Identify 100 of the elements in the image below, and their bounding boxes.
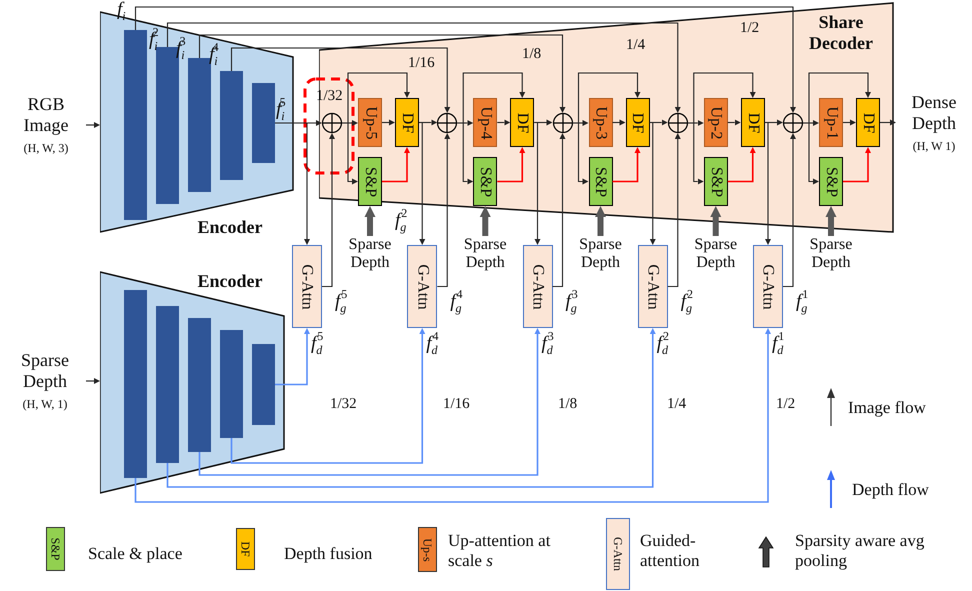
arrow bbox=[595, 206, 606, 236]
guided-attention-block: G-Attn bbox=[292, 245, 322, 328]
arrow bbox=[497, 147, 526, 182]
arrow bbox=[612, 147, 640, 182]
arrow bbox=[843, 147, 871, 182]
arrow bbox=[419, 122, 426, 245]
shape-label: (H, W, 1) bbox=[22, 397, 68, 412]
scale-label: 1/4 bbox=[667, 396, 686, 413]
arrow bbox=[480, 206, 491, 236]
scale-label: 1/8 bbox=[558, 396, 578, 413]
sum-node bbox=[322, 113, 342, 133]
sparse-depth-label: Sparse Depth bbox=[688, 236, 744, 274]
legend-label: Depth fusion bbox=[284, 544, 374, 564]
arrow bbox=[803, 122, 819, 184]
feature-bar bbox=[220, 71, 243, 180]
guided-attention-block: G-Attn bbox=[753, 245, 783, 328]
sum-node bbox=[437, 113, 458, 133]
legend-label: Guided-attention bbox=[640, 531, 700, 570]
arrow bbox=[497, 120, 510, 126]
legend-symbol-label: S&P bbox=[50, 538, 62, 560]
arrow bbox=[668, 133, 681, 288]
arrow bbox=[728, 120, 741, 126]
feature-bar bbox=[252, 83, 275, 163]
scale-place-block: S&P bbox=[473, 157, 498, 206]
arrow bbox=[230, 328, 426, 464]
guided-attention-block: G-Attn bbox=[638, 245, 668, 328]
arrow bbox=[572, 122, 588, 184]
arrow bbox=[382, 120, 395, 126]
scale-label: 1/8 bbox=[522, 46, 542, 63]
scale-label: 1/16 bbox=[443, 396, 470, 413]
block-title: Encoder bbox=[196, 271, 264, 292]
arrow bbox=[134, 6, 796, 113]
depth-fusion-block: DF bbox=[740, 98, 765, 147]
arrow bbox=[134, 328, 771, 503]
arrow bbox=[275, 328, 310, 386]
up-attention-block: Up-1 bbox=[819, 98, 843, 147]
sparse-depth-label: Sparse Depth bbox=[572, 236, 628, 274]
arrow bbox=[688, 122, 704, 184]
io-label: Dense Depth bbox=[910, 92, 958, 134]
up-attention-block: Up-2 bbox=[704, 98, 728, 147]
legend-symbol-label: Up-s bbox=[422, 538, 434, 562]
arrow bbox=[783, 133, 796, 288]
legend-label: Depth flow bbox=[852, 480, 929, 500]
arrow bbox=[880, 120, 896, 126]
arrow bbox=[230, 47, 450, 113]
scale-place-block: S&P bbox=[588, 157, 612, 206]
arrow bbox=[322, 133, 335, 288]
arrow bbox=[382, 147, 410, 182]
legend-label: Scale & place bbox=[88, 544, 184, 564]
sum-node bbox=[668, 113, 688, 133]
arrow bbox=[650, 122, 656, 245]
arrow bbox=[166, 22, 681, 113]
io-label: RGB Image bbox=[22, 94, 70, 136]
depth-fusion-block: DF bbox=[626, 98, 650, 147]
arrow bbox=[198, 34, 566, 113]
up-attention-block: Up-3 bbox=[588, 98, 612, 147]
up-attention-block: Up-5 bbox=[358, 98, 382, 147]
up-attention-block: Up-4 bbox=[473, 98, 498, 147]
scale-place-block: S&P bbox=[819, 157, 843, 206]
sparse-depth-label: Sparse Depth bbox=[457, 236, 514, 274]
scale-label: 1/2 bbox=[776, 396, 796, 413]
sum-node bbox=[552, 113, 572, 133]
arrow bbox=[612, 120, 626, 126]
feature-bar bbox=[252, 344, 275, 425]
io-label: Sparse Depth bbox=[20, 350, 70, 392]
legend-label: Sparsity aware avg pooling bbox=[795, 531, 925, 570]
arrow bbox=[86, 378, 100, 384]
feature-bar bbox=[188, 58, 211, 192]
arrow bbox=[364, 206, 376, 236]
sparse-depth-label: Sparse Depth bbox=[342, 236, 398, 274]
sparse-depth-label: Sparse Depth bbox=[803, 236, 859, 274]
scale-label: 1/4 bbox=[626, 37, 646, 54]
arrow bbox=[710, 206, 722, 236]
arrow bbox=[843, 120, 856, 126]
legend-label: Up-attention at scale s bbox=[448, 531, 552, 570]
arrow bbox=[437, 133, 450, 288]
arrow bbox=[552, 133, 566, 288]
guided-attention-block: G-Attn bbox=[407, 245, 438, 328]
depth-fusion-block: DF bbox=[395, 98, 419, 147]
legend-label: Image flow bbox=[848, 398, 926, 418]
feature-bar bbox=[156, 306, 179, 463]
scale-label: 1/16 bbox=[408, 55, 435, 72]
feature-bar bbox=[188, 318, 211, 452]
arrow bbox=[342, 122, 358, 184]
arrow bbox=[764, 122, 771, 245]
arrow bbox=[198, 328, 540, 476]
depth-fusion-block: DF bbox=[856, 98, 880, 147]
guided-attention-block: G-Attn bbox=[522, 245, 552, 328]
depth-fusion-block: DF bbox=[510, 98, 534, 147]
block-title: Share Decoder bbox=[808, 12, 874, 54]
scale-place-block: S&P bbox=[704, 157, 728, 206]
shape-label: (H, W, 3) bbox=[24, 141, 68, 156]
scale-place-block: S&P bbox=[358, 157, 382, 206]
arrow bbox=[457, 122, 474, 184]
scale-label: 1/32 bbox=[330, 396, 357, 413]
legend-symbol-label: DF bbox=[240, 541, 252, 557]
feature-bar bbox=[124, 290, 147, 478]
feature-bar bbox=[124, 30, 147, 220]
arrow bbox=[534, 122, 540, 245]
feature-bar bbox=[220, 330, 243, 438]
